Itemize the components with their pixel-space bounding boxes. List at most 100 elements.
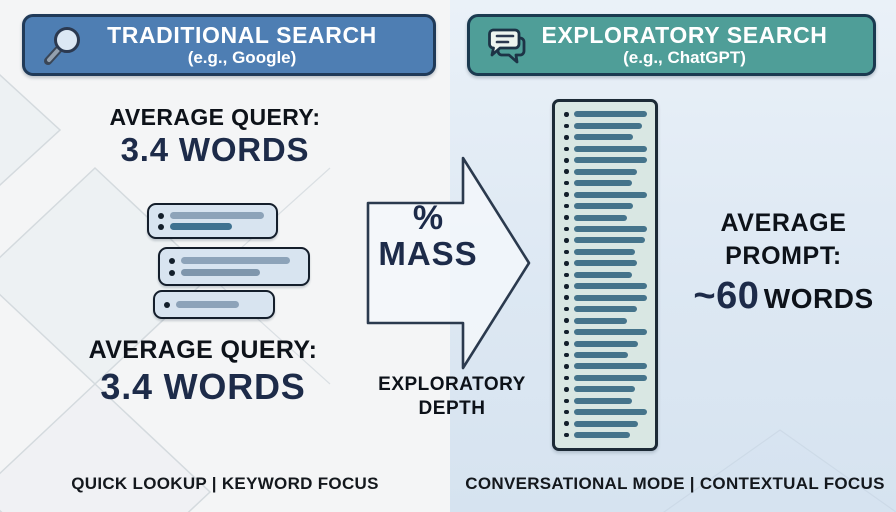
bullet-dot <box>564 226 569 232</box>
prompt-text-bar <box>573 317 627 324</box>
query-text-row <box>169 257 299 264</box>
prompt-text-bar <box>573 122 642 129</box>
average-query-value-bottom: 3.4 WORDS <box>100 365 306 407</box>
bullet-dot <box>564 215 569 220</box>
prompt-text-row <box>564 351 647 358</box>
bullet-dot <box>564 192 569 197</box>
bullet-dot <box>564 272 569 278</box>
bullet-dot <box>564 341 569 346</box>
prompt-text-row <box>564 225 647 232</box>
prompt-text-row <box>564 420 647 427</box>
bullet-dot <box>564 421 569 426</box>
prompt-text-bar <box>573 134 634 141</box>
traditional-search-title: TRADITIONAL SEARCH <box>107 21 377 48</box>
bullet-dot <box>564 329 569 335</box>
prompt-text-bar <box>573 409 647 416</box>
prompt-text-bar <box>573 237 645 244</box>
query-text-row <box>158 223 267 230</box>
average-query-value-top: 3.4 WORDS <box>120 131 310 169</box>
query-text-bar <box>176 301 239 308</box>
bullet-dot <box>564 112 569 117</box>
traditional-search-subtitle: (e.g., Google) <box>187 48 297 68</box>
bullet-dot <box>158 223 164 230</box>
query-text-bar <box>170 223 233 230</box>
prompt-text-row <box>564 409 647 416</box>
average-query-label-top: AVERAGE QUERY: <box>109 104 321 130</box>
prompt-text-bar <box>573 306 637 313</box>
prompt-text-bar <box>573 191 647 198</box>
prompt-text-row <box>564 317 647 324</box>
bullet-dot <box>564 249 569 255</box>
prompt-text-row <box>564 134 647 141</box>
prompt-text-bar <box>573 225 647 232</box>
bullet-dot <box>564 306 569 312</box>
bullet-dot <box>564 180 569 186</box>
percent-mass-bottom: MASS <box>378 234 478 272</box>
bullet-dot <box>169 257 175 264</box>
traditional-search-header: TRADITIONAL SEARCH (e.g., Google) <box>22 14 436 76</box>
prompt-text-row <box>564 157 647 164</box>
prompt-text-bar <box>573 260 637 267</box>
percent-mass-top: % <box>412 199 444 237</box>
prompt-text-row <box>564 363 647 370</box>
bullet-dot <box>164 301 170 308</box>
bullet-dot <box>564 135 569 140</box>
average-prompt-unit: WORDS <box>764 283 874 314</box>
prompt-text-bar <box>573 203 634 210</box>
prompt-text-row <box>564 168 647 175</box>
prompt-text-row <box>564 294 647 301</box>
query-text-bar <box>181 269 261 276</box>
average-prompt-unit-text: WORDS <box>763 283 874 314</box>
average-prompt-label-2: PROMPT: <box>725 241 842 270</box>
prompt-text-bar <box>573 294 647 301</box>
exploratory-depth-line2: DEPTH <box>418 397 486 419</box>
exploratory-depth-label: EXPLORATORY DEPTH <box>357 373 547 421</box>
exploratory-search-subtitle: (e.g., ChatGPT) <box>623 48 746 68</box>
prompt-text-row <box>564 386 647 393</box>
right-caption: CONVERSATIONAL MODE | CONTEXTUAL FOCUS <box>465 474 885 493</box>
prompt-text-row <box>564 271 647 278</box>
prompt-text-bar <box>573 111 647 118</box>
prompt-text-row <box>564 340 647 347</box>
prompt-text-row <box>564 283 647 290</box>
prompt-text-bar <box>573 248 635 255</box>
prompt-text-row <box>564 329 647 336</box>
bullet-dot <box>564 261 569 266</box>
query-text-bar <box>170 212 264 219</box>
prompt-text-row <box>564 214 647 221</box>
bullet-dot <box>564 158 569 163</box>
average-prompt-value: ~60 <box>693 275 760 317</box>
query-card <box>147 203 278 239</box>
prompt-text-row <box>564 260 647 267</box>
traditional-search-header-text: TRADITIONAL SEARCH (e.g., Google) <box>81 21 377 68</box>
prompt-text-bar <box>573 283 647 290</box>
prompt-text-bar <box>573 432 630 439</box>
bullet-dot <box>564 375 569 381</box>
prompt-text-row <box>564 203 647 210</box>
prompt-text-row <box>564 237 647 244</box>
prompt-text-bar <box>573 180 632 187</box>
average-prompt-value-row: ~60 WORDS <box>676 274 891 319</box>
prompt-text-bar <box>573 397 632 404</box>
bullet-dot <box>564 409 569 415</box>
bullet-dot <box>564 169 569 174</box>
query-text-row <box>169 269 299 276</box>
prompt-text-bar <box>573 420 639 427</box>
bullet-dot <box>169 269 175 276</box>
left-caption: QUICK LOOKUP | KEYWORD FOCUS <box>71 474 379 493</box>
prompt-text-row <box>564 248 647 255</box>
exploratory-search-header: EXPLORATORY SEARCH (e.g., ChatGPT) <box>467 14 876 76</box>
average-query-label-bottom: AVERAGE QUERY: <box>88 336 318 364</box>
exploratory-search-title: EXPLORATORY SEARCH <box>541 21 828 48</box>
query-text-row <box>164 301 264 308</box>
long-prompt-box <box>552 99 658 451</box>
prompt-text-row <box>564 180 647 187</box>
bullet-dot <box>564 123 569 129</box>
bullet-dot <box>564 352 569 358</box>
bullet-dot <box>158 212 164 219</box>
prompt-text-row <box>564 432 647 439</box>
magnifier-icon <box>41 24 87 68</box>
exploratory-search-header-text: EXPLORATORY SEARCH (e.g., ChatGPT) <box>516 21 828 68</box>
prompt-text-row <box>564 374 647 381</box>
average-prompt-stat: AVERAGE PROMPT: ~60 WORDS <box>676 207 891 319</box>
